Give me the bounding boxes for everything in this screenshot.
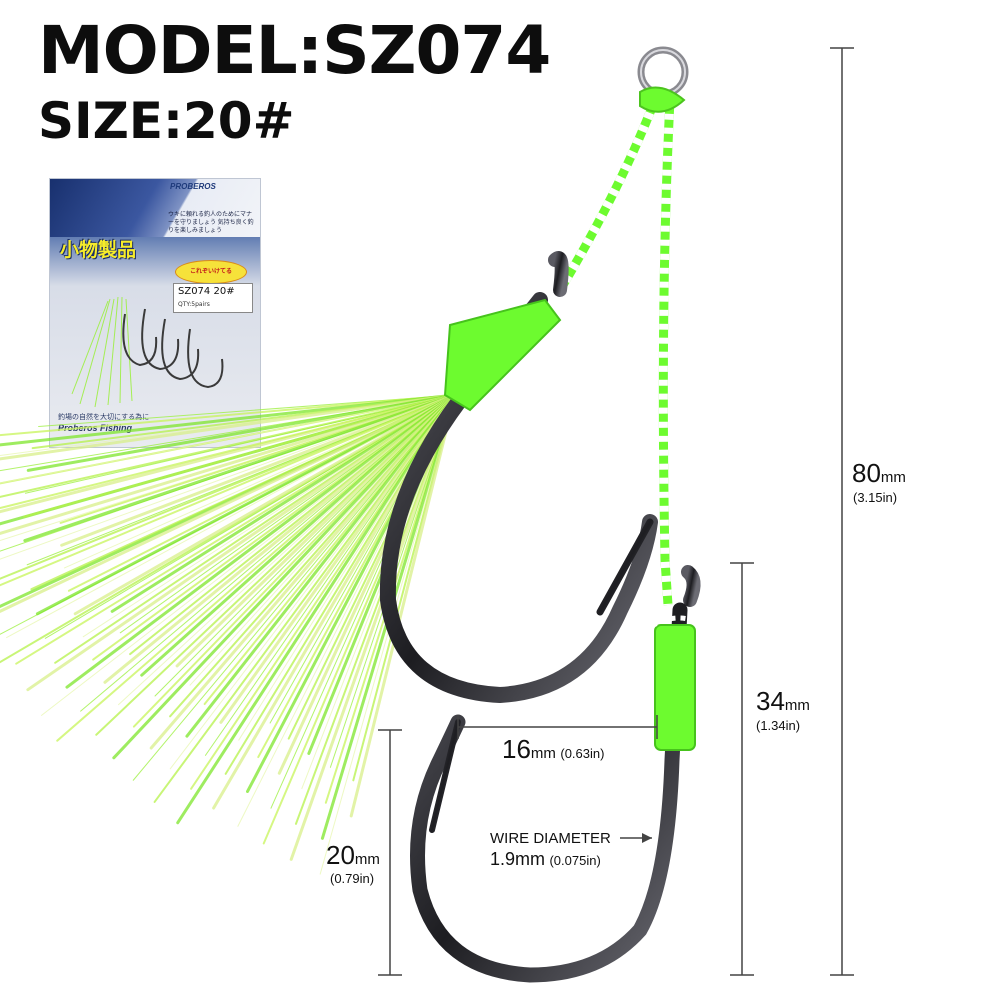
package-label: SZ074 20# QTY:5pairs: [173, 283, 253, 313]
package-hooks-illustration: [71, 296, 224, 408]
gap-width-imperial: (0.63in): [560, 746, 605, 761]
product-package-image: PROBEROS ウキに頼れる釣人のためにマナーを守りましょう 気持ち良く釣りを…: [49, 178, 261, 448]
upper-hook: [379, 251, 658, 704]
package-footer-japanese: 釣場の自然を大切にする為に: [58, 414, 150, 421]
flash-tail: [0, 393, 457, 875]
total-length-label: 80mm: [852, 460, 906, 486]
bend-height-label: 20mm: [326, 842, 380, 868]
package-brand: PROBEROS: [170, 182, 216, 191]
wire-diameter-title: WIRE DIAMETER: [490, 830, 611, 847]
wire-diameter-value: 1.9mm: [490, 849, 546, 869]
package-japanese-text: ウキに頼れる釣人のためにマナーを守りましょう 気持ち良く釣りを楽しみましょう: [168, 212, 254, 234]
gap-width-value: 16: [502, 734, 531, 764]
bend-height-unit: mm: [354, 851, 380, 868]
size-title: SIZE:20#: [38, 92, 295, 150]
bend-height-imperial: (0.79in): [330, 871, 375, 886]
gap-width-unit: mm: [530, 745, 556, 762]
hook-length-unit: mm: [784, 697, 810, 714]
wire-diameter-imperial: (0.075in): [549, 853, 601, 868]
package-header: [50, 179, 260, 237]
dimension-lines: [378, 47, 854, 976]
model-title: MODEL:SZ074: [38, 12, 551, 89]
gap-width-label: 16mm (0.63in): [502, 736, 604, 762]
hook-length-value: 34: [756, 686, 785, 716]
bend-height-value: 20: [326, 840, 355, 870]
package-footer-brand: Proberos Fishing: [58, 423, 133, 433]
hook-length-label: 34mm: [756, 688, 810, 714]
lower-hook: [410, 565, 708, 983]
total-length-value: 80: [852, 458, 881, 488]
total-length-imperial: (3.15in): [853, 490, 898, 505]
package-qty: QTY:5pairs: [178, 301, 210, 308]
package-code: SZ074 20#: [178, 286, 235, 297]
package-banner: 小物製品: [60, 239, 137, 261]
wire-diameter-label: 1.9mm (0.075in): [490, 850, 601, 869]
assist-cord: [556, 86, 686, 606]
total-length-unit: mm: [880, 469, 906, 486]
hook-length-imperial: (1.34in): [756, 718, 801, 733]
